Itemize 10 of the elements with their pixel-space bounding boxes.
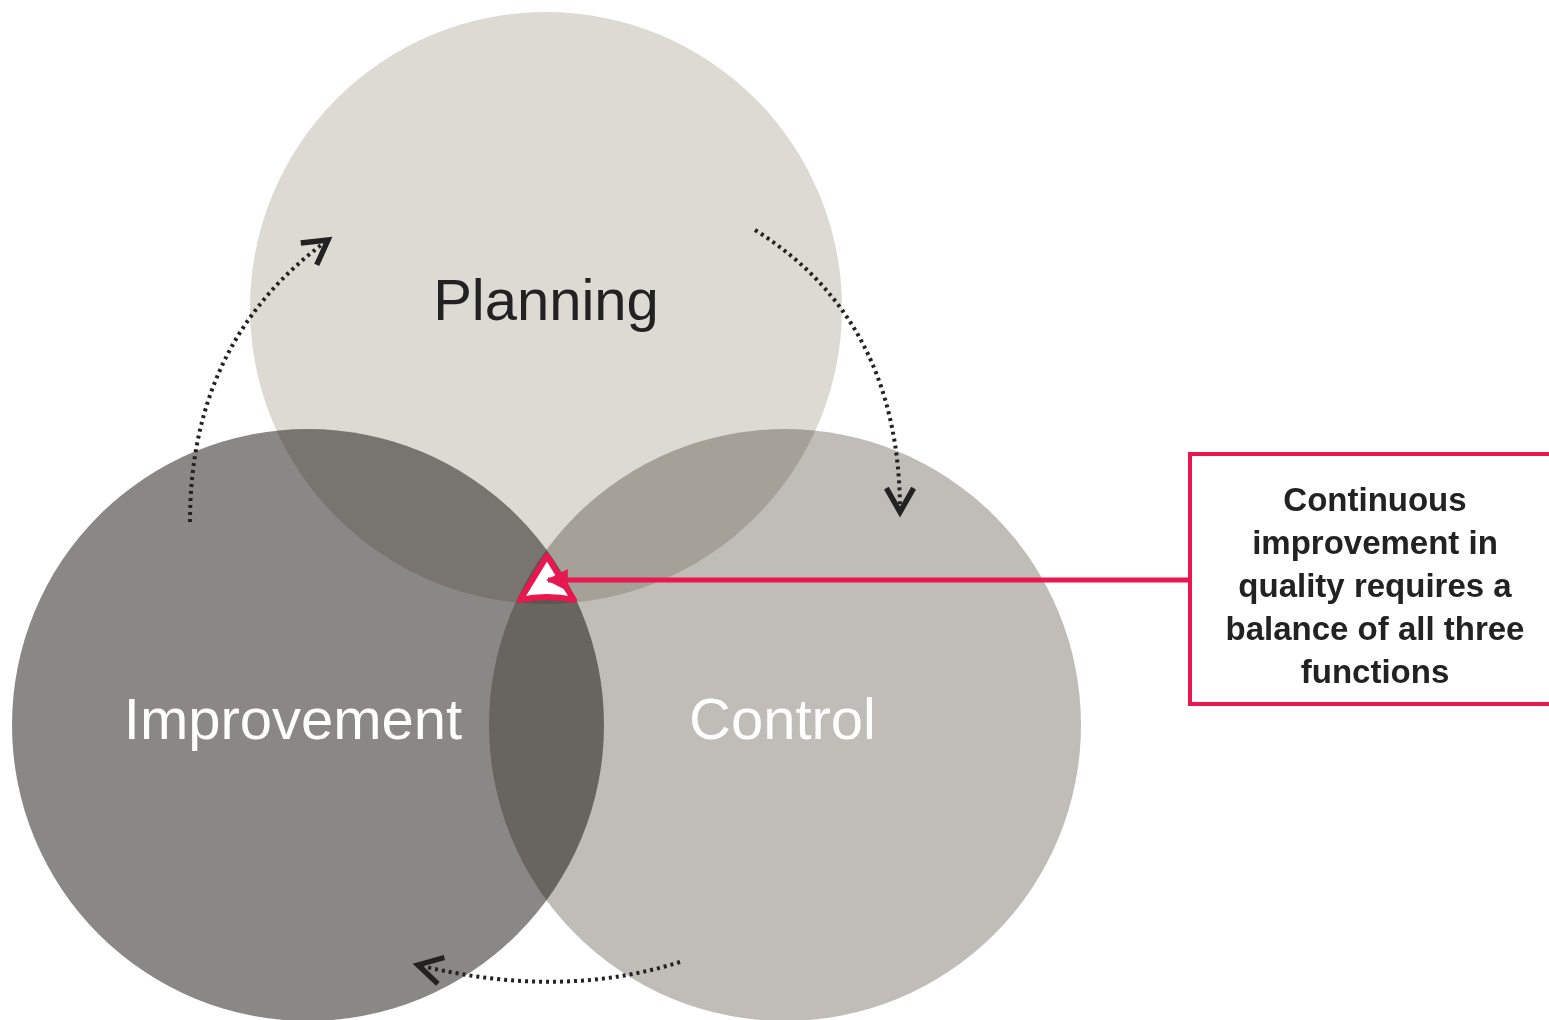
cycle-arrow <box>753 228 916 515</box>
leader-line <box>545 569 1188 591</box>
center-triangle-icon <box>516 552 578 604</box>
cycle-arrow <box>415 954 681 987</box>
cycle-arrow <box>188 237 331 523</box>
circle-label: Improvement <box>123 685 463 752</box>
circle-label: Control <box>689 685 876 752</box>
callout-box <box>1188 452 1549 706</box>
circle-label: Planning <box>433 266 659 333</box>
callout-text: Continuous improvement in quality requires a balance of all three functions <box>1224 480 1526 692</box>
